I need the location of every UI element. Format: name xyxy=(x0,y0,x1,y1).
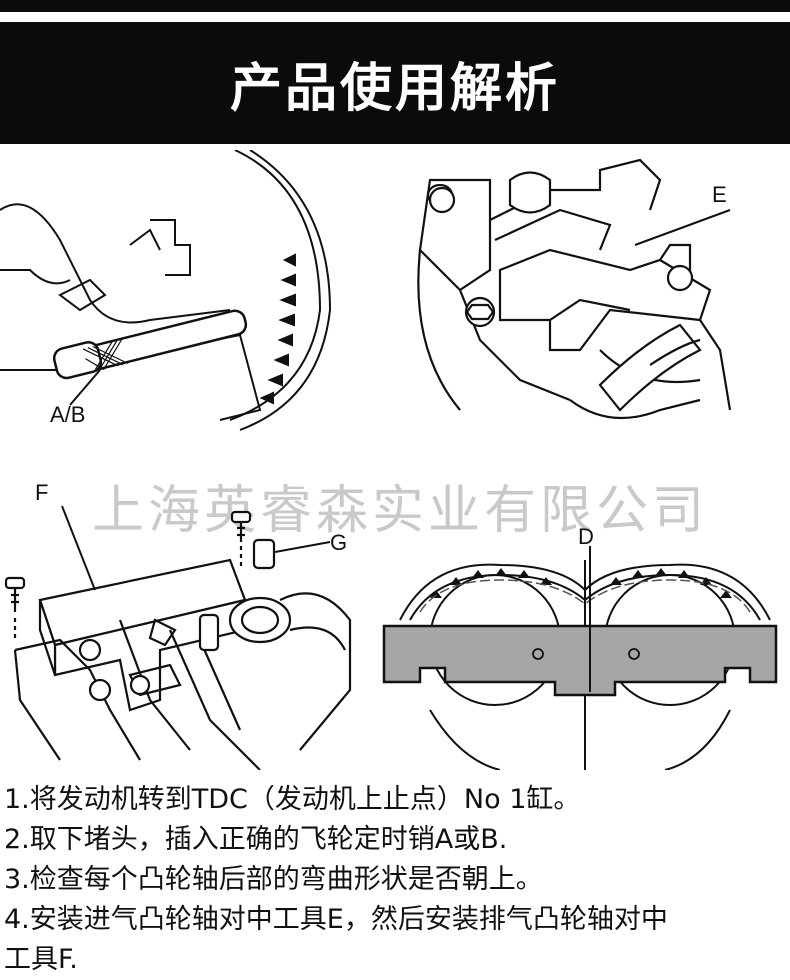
label-g: G xyxy=(330,530,347,555)
camshaft-tool-e-illustration: E xyxy=(417,158,732,420)
sprocket-tool-d-diagram: D xyxy=(370,520,790,770)
step-4: 4.安装进气凸轮轴对中工具E，然后安装排气凸轮轴对中 xyxy=(4,904,668,935)
label-ab: A/B xyxy=(50,402,85,427)
camshaft-tool-f-illustration: F G xyxy=(4,480,352,770)
label-e: E xyxy=(712,182,727,207)
label-f: F xyxy=(35,480,48,505)
watermark: 上海英睿森实业有限公司 xyxy=(92,481,709,541)
step-2: 2.取下堵头，插入正确的飞轮定时销A或B. xyxy=(4,824,508,855)
instruction-steps: 1.将发动机转到TDC（发动机上止点）No 1缸。 2.取下堵头，插入正确的飞轮… xyxy=(0,780,790,980)
step-4-continued: 工具F. xyxy=(4,944,78,975)
step-3: 3.检查每个凸轮轴后部的弯曲形状是否朝上。 xyxy=(4,864,543,895)
step-1: 1.将发动机转到TDC（发动机上止点）No 1缸。 xyxy=(4,784,581,815)
top-strip xyxy=(0,0,790,12)
flywheel-timing-pin-diagram: A/B xyxy=(0,150,350,440)
label-d: D xyxy=(578,524,594,549)
flywheel-timing-pin-illustration: A/B xyxy=(0,150,332,431)
camshaft-tool-f-diagram: F G xyxy=(0,470,360,770)
header-band: 产品使用解析 xyxy=(0,22,790,144)
camshaft-tool-e-diagram: E xyxy=(400,150,790,440)
page-title: 产品使用解析 xyxy=(229,58,560,119)
sprocket-tool-d-illustration: D xyxy=(382,524,778,770)
